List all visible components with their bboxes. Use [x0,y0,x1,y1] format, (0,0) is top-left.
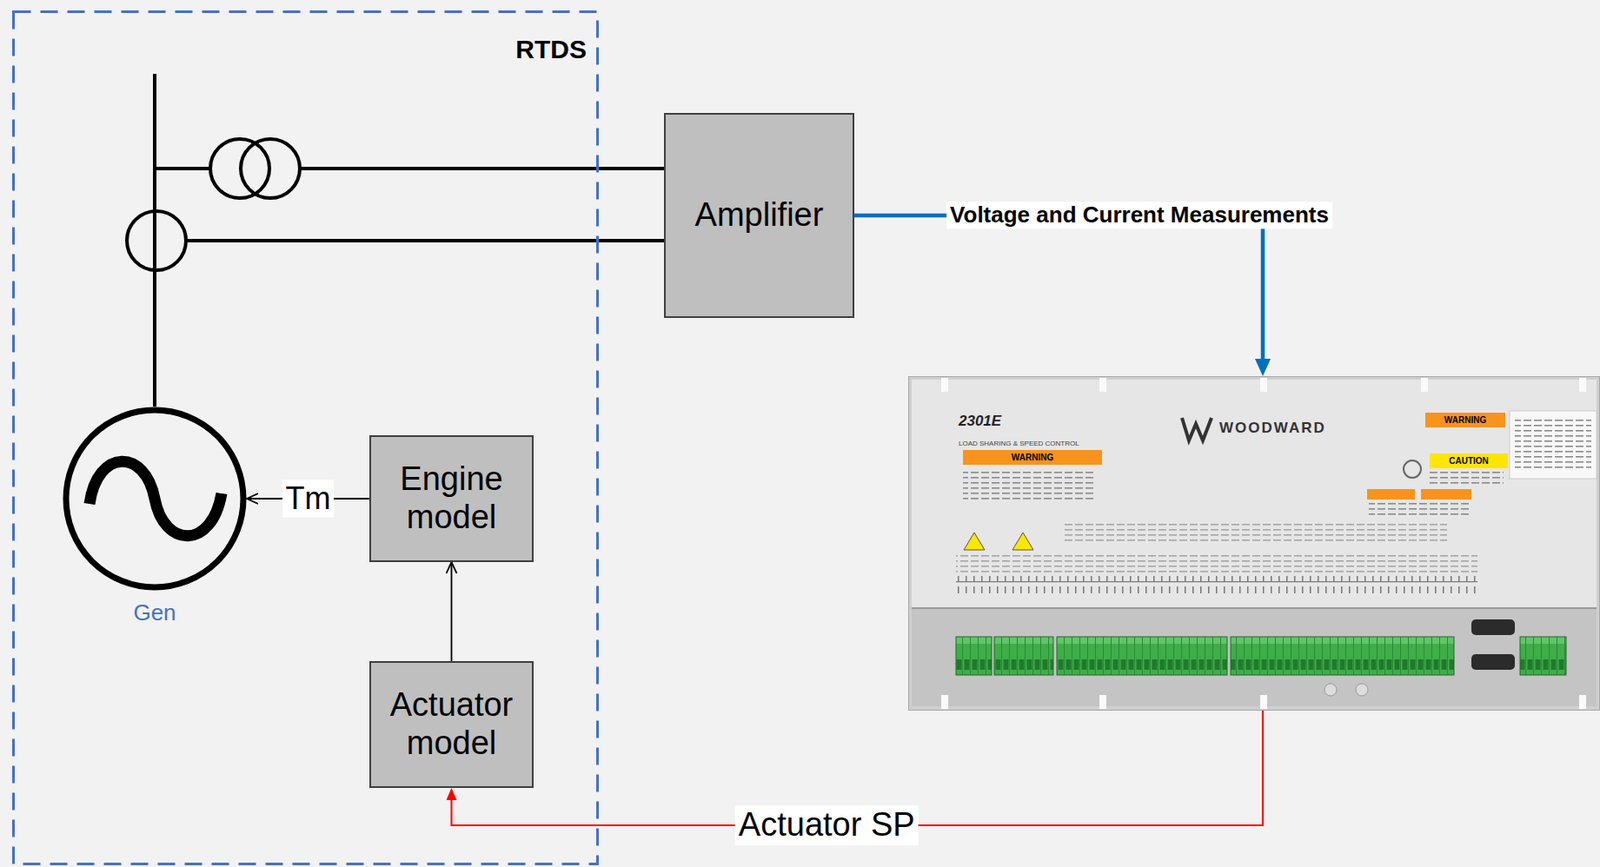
model-number-holder: 2301E [958,412,1002,431]
sticker-text-holder: WARNING [962,450,1103,465]
sticker-text: WARNING [1444,416,1487,425]
screw [1355,683,1368,697]
process-box: Actuator model [369,661,534,789]
connector-arrow [451,562,453,662]
mount-tab [941,695,949,710]
fine-print [1064,524,1448,545]
sticker-text-holder: WARNING [1425,412,1506,428]
brand-name: WOODWARD [1219,419,1327,437]
warning-sticker [1367,489,1415,500]
warning-sticker [1425,412,1506,428]
region-title-holder: RTDS [515,34,587,65]
warning-icon [963,532,985,551]
mount-tab [1099,695,1107,710]
fine-print [1514,418,1592,471]
vt-winding [240,139,300,199]
edge-label: Voltage and Current Measurements [946,201,1333,229]
screw [1324,683,1337,697]
shield-icon [1403,460,1421,479]
woodward-logo [1181,418,1212,441]
warning-sticker [1420,489,1472,500]
connector-arrow [854,215,1263,359]
brand-name-holder: WOODWARD [1219,419,1327,438]
edge-label-holder: Actuator SP [735,805,919,846]
caution-sticker [1429,453,1508,469]
dashed-border [13,12,598,865]
sticker-text-holder: CAUTION [1429,453,1508,469]
sticker-text: CAUTION [1448,457,1489,466]
generator-label: Gen [132,599,176,626]
mount-tab [1260,695,1268,710]
ct-symbol [126,211,186,271]
controller-device: 2301E LOAD SHARING & SPEED CONTROL WOODWAR… [908,376,1600,711]
mount-tab [1579,378,1587,392]
terminal-block [1056,637,1228,676]
warning-icon [1012,532,1034,551]
fine-print [1429,471,1504,488]
edge-label-holder: Voltage and Current Measurements [946,201,1333,229]
edge-label-holder: Tm [282,479,335,518]
box-label: Actuator model [379,686,524,763]
model-subtitle: LOAD SHARING & SPEED CONTROL [958,439,1080,448]
face-edge [911,607,1597,610]
housing [909,377,1600,711]
terminal-block [994,637,1054,676]
process-box: Engine model [369,435,534,563]
fine-print [962,470,1094,502]
generator-outline [62,406,247,591]
fine-print [956,555,1478,573]
terminal-block [1230,637,1454,676]
serial-sticker [1509,411,1597,479]
db9-port [1471,654,1515,671]
db9-port [1471,619,1515,636]
edge-label: Actuator SP [735,805,919,846]
mount-tab [1420,378,1428,392]
bus-line [152,73,157,407]
model-subtitle-holder: LOAD SHARING & SPEED CONTROL [958,433,1080,450]
terminal-block [956,637,992,676]
generator-circle [66,410,244,588]
vt-tap [154,166,211,171]
terminal-block [1520,637,1567,676]
generator-symbol: Gen [62,406,247,591]
warning-sticker [962,450,1103,465]
generator-label-holder: Gen [62,599,247,627]
box-label: Amplifier [695,196,824,235]
box-label: Engine model [379,460,524,537]
edge-label: Tm [282,479,335,518]
region-title: RTDS [515,34,587,64]
voltage-wire [299,166,664,171]
current-wire [185,239,664,243]
sticker-text: WARNING [1011,453,1054,463]
mount-tab [941,378,949,392]
fine-print [1368,503,1469,516]
mount-tab [1099,378,1107,392]
model-number: 2301E [958,412,1002,430]
front-face [911,379,1597,608]
terminal-legend [956,576,1478,594]
process-box: Amplifier [663,112,855,319]
simulator-region: RTDS Gen Engine modelActuator model [12,10,599,866]
sine-wave [89,461,222,537]
mount-tab [1579,695,1587,710]
terminal-strip [911,609,1597,707]
mount-tab [1260,378,1268,392]
